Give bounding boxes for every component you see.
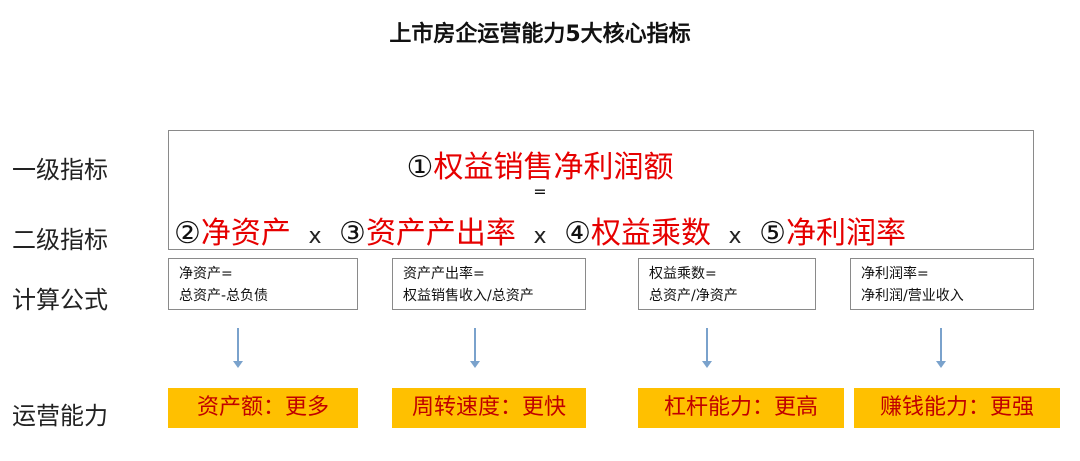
diagram-title: 上市房企运营能力5大核心指标 bbox=[389, 22, 691, 47]
down-arrow-icon bbox=[936, 328, 946, 368]
row-label-level1: 一级指标 bbox=[12, 156, 108, 184]
row-label-formula: 计算公式 bbox=[12, 286, 108, 314]
level2-text-2: 资产产出率 bbox=[365, 216, 516, 251]
ability-badge-3: 杠杆能力：更高 bbox=[638, 388, 844, 428]
times-sign-2: x bbox=[533, 224, 547, 249]
level1-text: 权益销售净利润额 bbox=[433, 150, 674, 185]
equals-sign: = bbox=[533, 182, 547, 201]
times-sign-1: x bbox=[308, 224, 322, 249]
formula-1-line2: 总资产-总负债 bbox=[179, 288, 269, 304]
formula-box-4: 净利润率= 净利润/营业收入 bbox=[850, 258, 1034, 310]
row-label-ability: 运营能力 bbox=[12, 402, 108, 430]
formula-4-line1: 净利润率= bbox=[861, 266, 929, 282]
ability-badge-2: 周转速度：更快 bbox=[392, 388, 586, 428]
formula-3-line2: 总资产/净资产 bbox=[649, 288, 738, 304]
level2-text-3: 权益乘数 bbox=[590, 216, 711, 251]
indicator-box bbox=[168, 130, 1034, 250]
level1-indicator: ①权益销售净利润额 bbox=[0, 142, 1080, 186]
formula-4-line2: 净利润/营业收入 bbox=[861, 288, 964, 304]
times-sign-3: x bbox=[728, 224, 742, 249]
down-arrow-icon bbox=[702, 328, 712, 368]
down-arrow-icon bbox=[233, 328, 243, 368]
level2-text-1: 净资产 bbox=[200, 216, 291, 251]
level2-number-2: ③ bbox=[339, 216, 366, 251]
ability-badge-1: 资产额：更多 bbox=[168, 388, 358, 428]
level2-number-1: ② bbox=[174, 216, 201, 251]
formula-box-2: 资产产出率= 权益销售收入/总资产 bbox=[392, 258, 586, 310]
formula-1-line1: 净资产= bbox=[179, 266, 233, 282]
formula-2-line2: 权益销售收入/总资产 bbox=[403, 288, 534, 304]
formula-3-line1: 权益乘数= bbox=[649, 266, 717, 282]
formula-box-3: 权益乘数= 总资产/净资产 bbox=[638, 258, 816, 310]
formula-box-1: 净资产= 总资产-总负债 bbox=[168, 258, 358, 310]
level2-number-4: ⑤ bbox=[759, 216, 786, 251]
level2-text-4: 净利润率 bbox=[786, 216, 906, 251]
level2-number-3: ④ bbox=[564, 216, 591, 251]
formula-2-line1: 资产产出率= bbox=[403, 266, 485, 282]
ability-badge-4: 赚钱能力：更强 bbox=[854, 388, 1060, 428]
level2-indicators: ②净资产 x ③资产产出率 x ④权益乘数 x ⑤净利润率 bbox=[0, 208, 1080, 252]
row-label-level2: 二级指标 bbox=[12, 226, 108, 254]
level1-number: ① bbox=[406, 150, 434, 185]
down-arrow-icon bbox=[470, 328, 480, 368]
